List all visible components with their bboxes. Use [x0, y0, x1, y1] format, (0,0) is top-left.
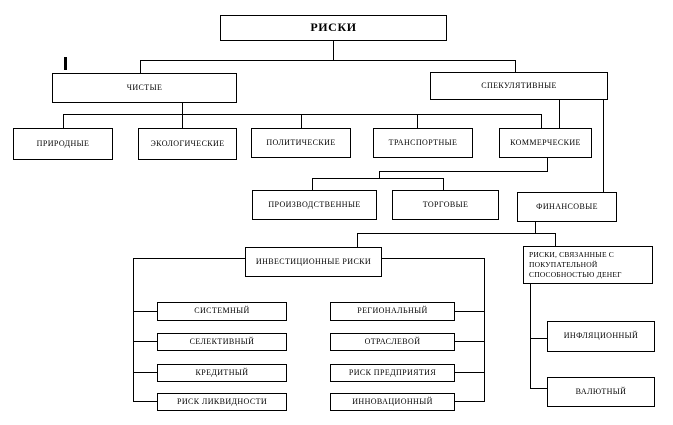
connector	[312, 178, 444, 179]
node-riski-svyazannye-line3: СПОСОБНОСТЬЮ ДЕНЕГ	[529, 270, 622, 280]
connector	[63, 114, 541, 115]
connector	[443, 178, 444, 190]
node-otraslevoj: ОТРАСЛЕВОЙ	[330, 333, 455, 351]
connector	[333, 40, 334, 60]
node-chistye: ЧИСТЫЕ	[52, 73, 237, 103]
connector	[603, 100, 604, 192]
node-risk-predpriyatiya: РИСК ПРЕДПРИЯТИЯ	[330, 364, 455, 382]
connector	[530, 284, 531, 389]
connector	[133, 258, 245, 259]
node-finansovye: ФИНАНСОВЫЕ	[517, 192, 617, 222]
connector	[140, 60, 141, 73]
node-politicheskie: ПОЛИТИЧЕСКИЕ	[251, 128, 351, 158]
node-riski-svyazannye-line1: РИСКИ, СВЯЗАННЫЕ С	[529, 250, 614, 259]
node-torgovye: ТОРГОВЫЕ	[392, 190, 499, 220]
node-valyutnyj: ВАЛЮТНЫЙ	[547, 377, 655, 407]
node-ekologicheskie: ЭКОЛОГИЧЕСКИЕ	[138, 128, 237, 160]
connector	[140, 60, 516, 61]
node-risk-likvidnosti: РИСК ЛИКВИДНОСТИ	[157, 393, 287, 411]
connector	[547, 158, 548, 172]
node-riski: РИСКИ	[220, 15, 447, 41]
connector	[559, 100, 560, 128]
connector	[133, 341, 157, 342]
connector	[133, 401, 157, 402]
node-prirodnye: ПРИРОДНЫЕ	[13, 128, 113, 160]
connector	[133, 311, 157, 312]
connector	[541, 114, 542, 128]
connector	[379, 171, 548, 172]
node-regionalnyj: РЕГИОНАЛЬНЫЙ	[330, 302, 455, 321]
connector	[63, 114, 64, 128]
connector	[535, 222, 536, 233]
connector	[530, 338, 547, 339]
node-inflyacionnyj: ИНФЛЯЦИОННЫЙ	[547, 321, 655, 352]
node-transportnye: ТРАНСПОРТНЫЕ	[373, 128, 473, 158]
connector	[530, 388, 547, 389]
stray-mark	[64, 57, 67, 70]
node-kommercheskie: КОММЕРЧЕСКИЕ	[499, 128, 592, 158]
node-riski-svyazannye: РИСКИ, СВЯЗАННЫЕ С ПОКУПАТЕЛЬНОЙ СПОСОБН…	[523, 246, 653, 284]
connector	[133, 372, 157, 373]
node-riski-svyazannye-line2: ПОКУПАТЕЛЬНОЙ	[529, 260, 598, 270]
connector	[133, 258, 134, 402]
node-proizvodstvennye: ПРОИЗВОДСТВЕННЫЕ	[252, 190, 377, 220]
connector	[312, 178, 313, 190]
connector	[357, 233, 358, 247]
connector	[417, 114, 418, 128]
connector	[357, 233, 556, 234]
connector	[455, 341, 484, 342]
node-spekulyativnye: СПЕКУЛЯТИВНЫЕ	[430, 72, 608, 100]
connector	[515, 60, 516, 72]
node-investicionnye-riski: ИНВЕСТИЦИОННЫЕ РИСКИ	[245, 247, 382, 277]
node-kreditnyj: КРЕДИТНЫЙ	[157, 364, 287, 382]
node-sistemnyj: СИСТЕМНЫЙ	[157, 302, 287, 321]
connector	[455, 372, 484, 373]
connector	[484, 258, 485, 402]
connector	[382, 258, 484, 259]
connector	[301, 114, 302, 128]
node-innovacionnyj: ИННОВАЦИОННЫЙ	[330, 393, 455, 411]
node-selektivnyj: СЕЛЕКТИВНЫЙ	[157, 333, 287, 351]
connector	[455, 311, 484, 312]
connector	[455, 401, 484, 402]
connector	[379, 171, 380, 179]
connector	[182, 103, 183, 128]
connector	[555, 233, 556, 246]
